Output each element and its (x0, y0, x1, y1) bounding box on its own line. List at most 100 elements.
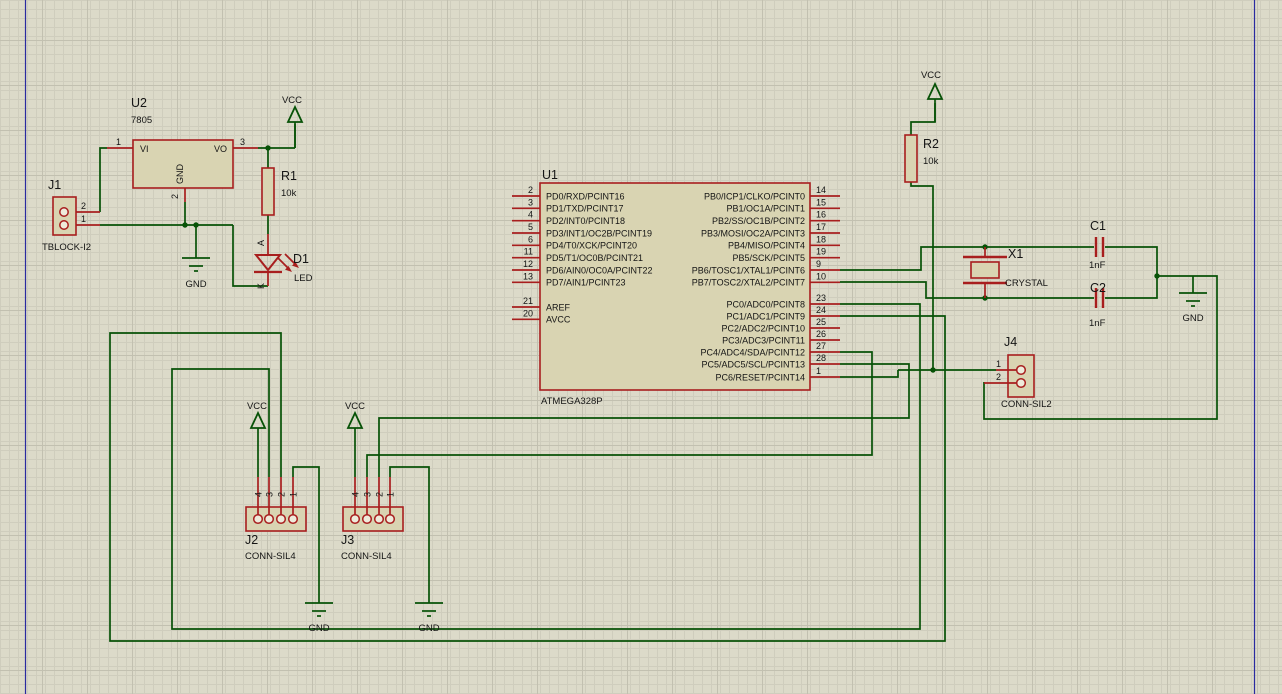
j4-pin-number: 2 (996, 372, 1001, 382)
j1-pin-hole[interactable] (59, 220, 69, 230)
u1-pin-number: 1 (816, 366, 821, 376)
vcc-arrow-icon[interactable]: VCC (345, 401, 365, 477)
gnd-label: GND (418, 623, 439, 634)
r2-body[interactable] (904, 134, 918, 183)
u2-pin-gnd-label: GND (175, 164, 185, 185)
gnd-symbol-icon[interactable]: GND (305, 602, 333, 634)
u1-ref: U1 (542, 168, 558, 182)
c1-ref: C1 (1090, 219, 1106, 233)
j3-pins-hole[interactable] (373, 513, 385, 525)
wire-j4pin2-gnd[interactable] (983, 275, 1218, 420)
vcc-arrow-icon[interactable]: VCC (247, 401, 267, 477)
d1-arrow1-head (285, 266, 292, 272)
vcc-arrow-icon[interactable]: VCC (282, 95, 304, 148)
component-u2-7805[interactable]: U2 7805 VI VO GND 1 3 2 (107, 96, 258, 202)
component-u1-atmega328p[interactable]: U1 ATMEGA328P 2PD0/RXD/PCINT163PD1/TXD/P… (512, 168, 840, 407)
vcc-arrow-icon[interactable]: VCC (921, 70, 944, 122)
component-d1-led[interactable]: A K D1 LED (253, 234, 313, 289)
j2-pins-number: 4 (254, 492, 264, 497)
component-j1-tblock[interactable]: J1 TBLOCK-I2 21 (42, 178, 100, 253)
vcc-triangle (926, 81, 944, 100)
u1-pin-number: 21 (523, 296, 533, 306)
j2-pins-number: 3 (265, 492, 275, 497)
vcc-label: VCC (921, 70, 941, 81)
j3-pins-hole[interactable] (361, 513, 373, 525)
u1-pin-number: 19 (816, 247, 826, 257)
u1-pin-label: PB7/TOSC2/XTAL2/PCINT7 (692, 278, 805, 288)
j4-body[interactable] (1007, 354, 1035, 398)
gnd-symbol-icon[interactable]: GND (182, 257, 210, 290)
gnd-symbol-icon[interactable]: GND (415, 602, 443, 634)
u1-pin-number: 25 (816, 317, 826, 327)
u1-pin-label: PC0/ADC0/PCINT8 (726, 299, 805, 309)
j3-pins-hole[interactable] (349, 513, 361, 525)
wire-cap-right[interactable] (1105, 246, 1158, 299)
u1-pin-label: PD4/T0/XCK/PCINT20 (546, 241, 637, 251)
wire-j1-to-vi[interactable] (99, 147, 107, 212)
j2-ref: J2 (245, 533, 258, 547)
j2-pins-hole[interactable] (275, 513, 287, 525)
wire-xtal2[interactable] (840, 281, 1094, 299)
u1-pin-label: PC1/ADC1/PCINT9 (726, 311, 805, 321)
j2-pins-hole[interactable] (287, 513, 299, 525)
u1-pin-number: 5 (528, 222, 533, 232)
j4-pin-hole[interactable] (1015, 364, 1027, 376)
u1-body[interactable] (539, 182, 811, 391)
j2-pins-hole[interactable] (252, 513, 264, 525)
component-c2-capacitor[interactable]: C2 1nF (1089, 281, 1106, 329)
j2-part: CONN-SIL4 (245, 551, 296, 562)
r1-body[interactable] (261, 167, 275, 216)
u1-pin-number: 13 (523, 271, 533, 281)
u2-body[interactable] (132, 139, 234, 189)
u1-pin-number: 24 (816, 305, 826, 315)
u1-pin-label: PC2/ADC2/PCINT10 (721, 323, 805, 333)
wire-j3-gnd[interactable] (389, 466, 430, 603)
u1-pin-number: 6 (528, 234, 533, 244)
j1-pin-hole[interactable] (59, 207, 69, 217)
wire-reset-pin[interactable] (840, 370, 899, 378)
wire-led-cathode[interactable] (232, 225, 268, 287)
vcc-label: VCC (282, 95, 302, 106)
gnd-symbol-icon[interactable]: GND (1179, 292, 1207, 324)
component-c1-capacitor[interactable]: C1 1nF (1089, 219, 1106, 271)
u1-pin-number: 14 (816, 185, 826, 195)
u1-pin-number: 12 (523, 259, 533, 269)
component-x1-crystal[interactable]: X1 CRYSTAL (963, 247, 1048, 298)
wire-j2-gnd[interactable] (292, 466, 320, 603)
u1-pin-number: 17 (816, 222, 826, 232)
u1-pin-number: 4 (528, 210, 533, 220)
u1-pin-label: PD0/RXD/PCINT16 (546, 191, 625, 201)
component-j4-connector[interactable]: J4 CONN-SIL2 12 (984, 335, 1052, 410)
wire-xtal1[interactable] (840, 246, 1094, 271)
u1-pin-number: 10 (816, 271, 826, 281)
u1-pin-label: AVCC (546, 315, 571, 325)
wire-r2-reset[interactable] (910, 182, 934, 370)
vcc-triangle (249, 410, 267, 429)
j2-pins-hole[interactable] (263, 513, 275, 525)
u2-ref: U2 (131, 96, 147, 110)
j3-pins-hole[interactable] (384, 513, 396, 525)
component-r1-resistor[interactable]: R1 10k (261, 167, 297, 216)
j2-pins-number: 1 (289, 492, 299, 497)
vcc-triangle (286, 104, 304, 123)
u1-pin-label: PD5/T1/OC0B/PCINT21 (546, 253, 643, 263)
x1-body[interactable] (970, 261, 1000, 279)
wire-pc5-j3[interactable] (378, 363, 910, 477)
wire-pc1-j2[interactable] (109, 315, 946, 642)
d1-arrow2 (284, 253, 296, 265)
j4-pin-hole[interactable] (1015, 377, 1027, 389)
u1-pin-number: 15 (816, 197, 826, 207)
component-r2-resistor[interactable]: R2 10k (904, 134, 939, 183)
wire-r2-vcc[interactable] (910, 103, 936, 135)
wire-pc4-j3[interactable] (366, 351, 873, 477)
u1-pin-label: AREF (546, 302, 571, 312)
d1-ref: D1 (293, 252, 309, 266)
gnd-label: GND (1182, 313, 1203, 324)
wire-pc0-j2[interactable] (171, 303, 921, 630)
u1-pin-label: PC6/RESET/PCINT14 (715, 372, 805, 382)
u2-part: 7805 (131, 115, 152, 126)
d1-arrow2-head (292, 262, 299, 268)
